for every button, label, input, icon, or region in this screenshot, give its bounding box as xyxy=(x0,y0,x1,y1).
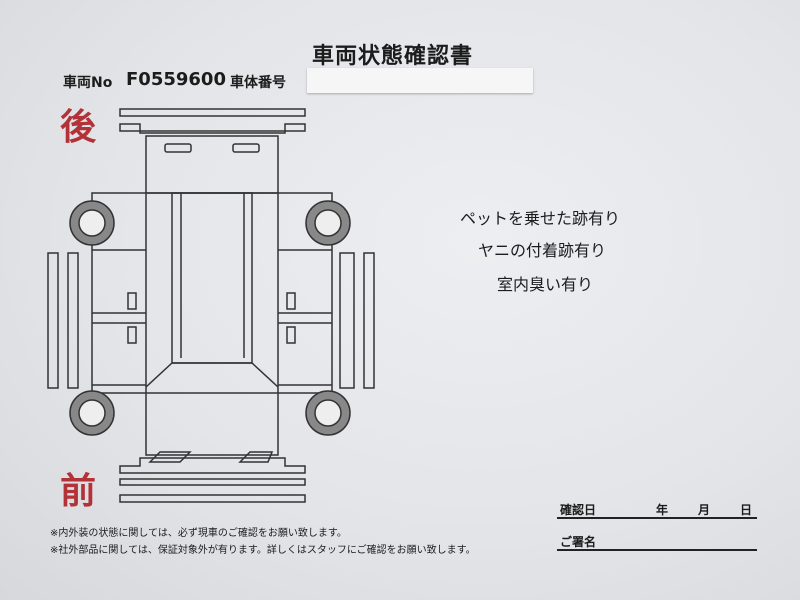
remark-item: ペットを乗せた跡有り xyxy=(460,209,621,228)
page-title: 車両状態確認書 xyxy=(312,44,474,69)
remark-item: ヤニの付着跡有り xyxy=(478,241,607,260)
remark-item: 室内臭い有り xyxy=(497,275,594,294)
month-label: 月 xyxy=(698,503,711,517)
vehicle-no-label: 車両No xyxy=(63,75,113,91)
front-label: 前 xyxy=(60,471,97,512)
rear-label: 後 xyxy=(60,107,97,148)
signature-label: ご署名 xyxy=(560,535,597,549)
date-line[interactable] xyxy=(557,517,757,519)
body-no-label: 車体番号 xyxy=(230,75,286,91)
vehicle-no-value: F0559600 xyxy=(126,69,226,90)
year-label: 年 xyxy=(656,503,669,517)
body-no-field[interactable] xyxy=(307,68,533,93)
signature-line[interactable] xyxy=(557,549,757,551)
wheel-icon xyxy=(69,200,351,436)
confirm-date-label: 確認日 xyxy=(560,503,597,517)
footnote: ※社外部品に関しては、保証対象外が有ります。詳しくはスタッフにご確認をお願い致し… xyxy=(50,545,476,556)
day-label: 日 xyxy=(740,503,753,517)
footnote: ※内外装の状態に関しては、必ず現車のご確認をお願い致します。 xyxy=(50,528,347,539)
